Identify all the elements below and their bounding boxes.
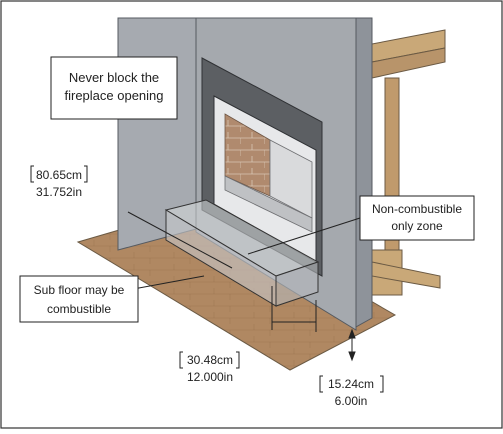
leader-lines — [127, 217, 361, 291]
height-dimension-label: 15.24cm 6.00in — [319, 375, 384, 408]
non-combustible-callout-line1: Non-combustible — [372, 202, 462, 216]
height-in: 6.00in — [335, 394, 368, 408]
depth-dimension-label: 30.48cm 12.000in — [179, 351, 240, 384]
never-block-callout-line1: Never block the — [69, 70, 159, 85]
never-block-callout-line2: fireplace opening — [64, 88, 163, 103]
non-combustible-callout-line2: only zone — [391, 219, 443, 233]
hearth-extension — [164, 199, 320, 307]
depth-in: 12.000in — [187, 370, 233, 384]
sub-floor-callout-box — [19, 275, 139, 323]
dimension-lines — [127, 211, 356, 362]
depth-cm: 30.48cm — [187, 353, 233, 367]
width-cm: 80.65cm — [36, 168, 82, 182]
chimney-side — [353, 17, 373, 329]
height-cm: 15.24cm — [328, 377, 374, 391]
sub-floor-callout-line2: combustible — [47, 302, 111, 316]
width-dimension-label: 80.65cm 31.752in — [30, 165, 88, 199]
sub-floor-callout-line1: Sub floor may be — [34, 283, 125, 297]
non-combustible-callout-box — [359, 195, 475, 241]
width-in: 31.752in — [36, 185, 82, 199]
never-block-callout-box — [50, 56, 178, 120]
